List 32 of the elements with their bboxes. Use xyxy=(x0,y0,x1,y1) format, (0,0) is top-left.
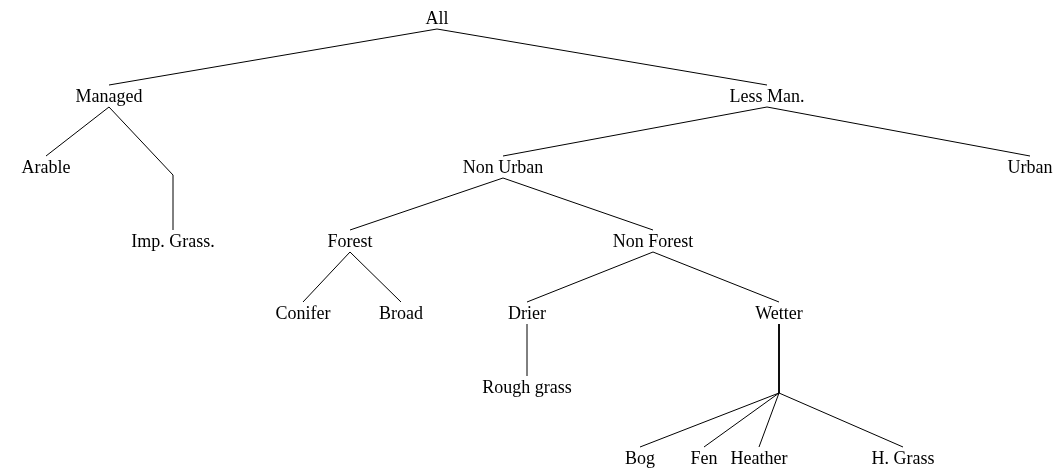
category-label: Imp. Grass. xyxy=(131,230,215,252)
category-label: H. Grass xyxy=(871,447,935,469)
tree-line xyxy=(502,177,654,231)
tree-line xyxy=(502,106,768,157)
tree-line xyxy=(766,106,1031,157)
category-label: Rough grass xyxy=(482,376,572,398)
category-label: All xyxy=(425,7,449,29)
tree-line xyxy=(108,28,438,86)
category-label: Non Forest xyxy=(612,230,694,252)
tree-line xyxy=(302,251,351,303)
category-label: Less Man. xyxy=(729,85,805,107)
category-label: Bog xyxy=(625,447,655,469)
tree-line xyxy=(778,323,904,448)
category-label: Broad xyxy=(379,302,423,324)
category-label: Fen xyxy=(690,447,718,469)
category-label: Heather xyxy=(730,447,788,469)
category-label: Non Urban xyxy=(462,156,544,178)
tree-line xyxy=(45,106,110,157)
category-label: Wetter xyxy=(755,302,803,324)
category-label: Managed xyxy=(75,85,143,107)
category-label: Drier xyxy=(508,302,546,324)
tree-line xyxy=(108,106,174,231)
tree-line xyxy=(526,323,528,377)
category-label: Urban xyxy=(1007,156,1053,178)
tree-line xyxy=(349,251,402,303)
category-label: Forest xyxy=(327,230,373,252)
tree-line xyxy=(349,177,504,231)
tree-line xyxy=(436,28,768,86)
tree-line xyxy=(652,251,780,303)
tree-line xyxy=(526,251,654,303)
category-label: Arable xyxy=(21,156,71,178)
category-label: Conifer xyxy=(275,302,331,324)
